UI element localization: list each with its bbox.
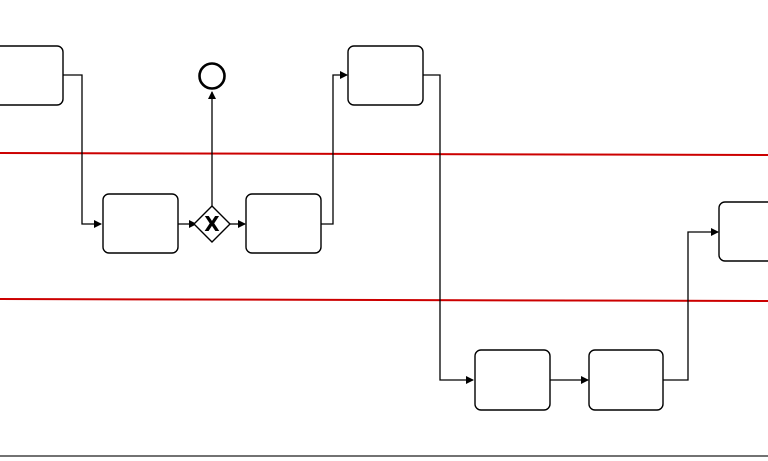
task-b[interactable] xyxy=(102,193,179,254)
lane-divider-top xyxy=(0,152,768,156)
task-g[interactable] xyxy=(718,201,768,262)
task-e[interactable] xyxy=(474,349,551,411)
lane-divider-bottom xyxy=(0,298,768,302)
task-a[interactable] xyxy=(0,45,64,106)
flow-task-d-to-task-e xyxy=(423,74,474,384)
flow-task-c-to-task-d xyxy=(321,71,348,225)
task-d[interactable] xyxy=(347,45,424,106)
task-c[interactable] xyxy=(245,193,322,254)
flow-task-f-to-task-g xyxy=(663,228,719,381)
flow-task-a-to-task-b xyxy=(63,74,102,228)
gateway-x-label: X xyxy=(204,212,220,236)
end-event[interactable] xyxy=(198,62,226,90)
task-f[interactable] xyxy=(588,349,664,411)
exclusive-gateway[interactable] xyxy=(193,205,231,243)
